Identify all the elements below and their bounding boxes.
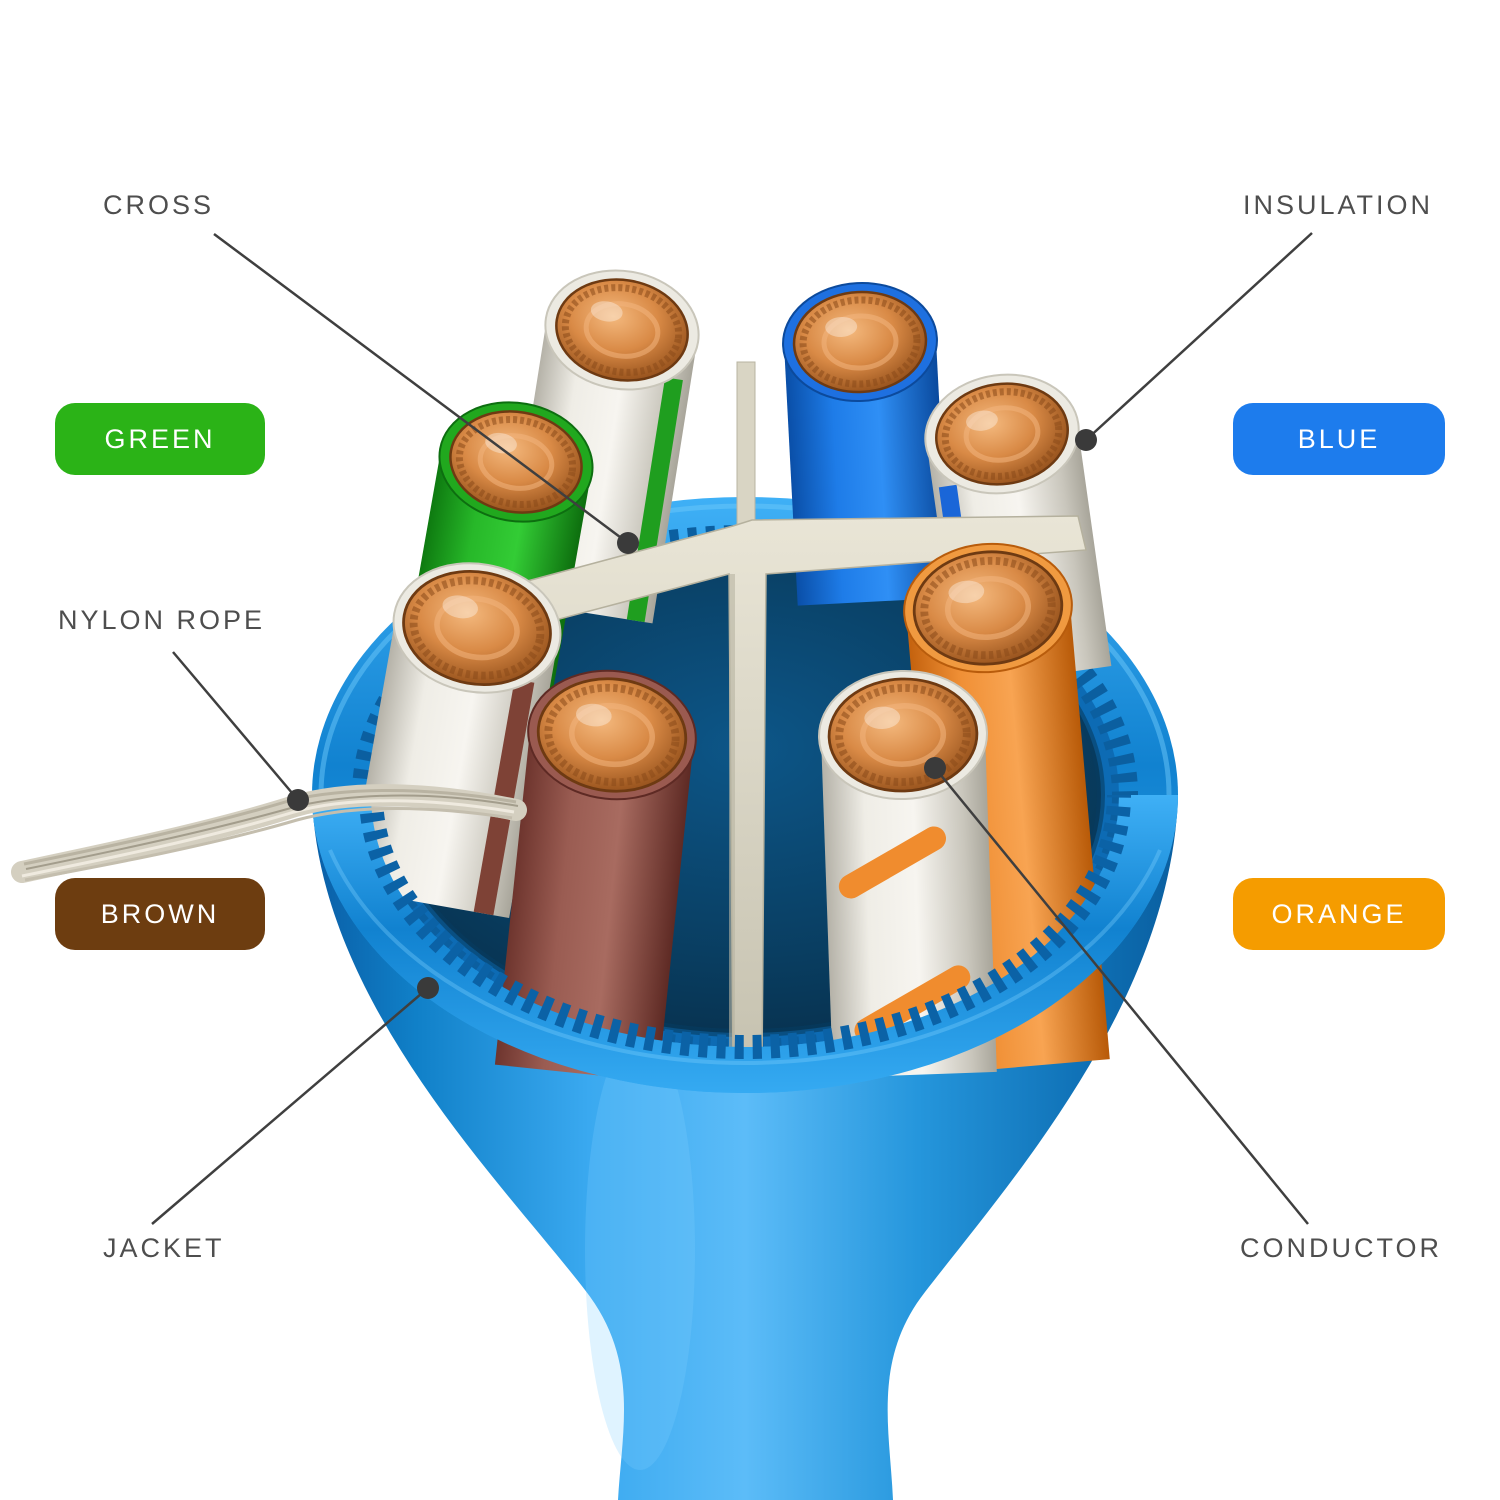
blue-badge-label: BLUE [1297, 423, 1381, 454]
leader-dots [287, 429, 1097, 999]
brown-badge-label: BROWN [100, 898, 220, 929]
nylon-rope-leader-line [172, 651, 299, 801]
insulation-dot [1075, 429, 1097, 451]
leader-lines [151, 232, 1313, 1225]
cross-label: CROSS [103, 190, 215, 220]
nylon-rope-label: NYLON ROPE [58, 605, 266, 635]
conductor-leader-line [934, 767, 1309, 1225]
jacket-label: JACKET [103, 1233, 225, 1263]
green-badge: GREEN [55, 403, 265, 475]
cross-dot [617, 532, 639, 554]
orange-badge-label: ORANGE [1271, 898, 1407, 929]
insulation-leader-line [1085, 232, 1313, 441]
jacket-rim-front [312, 794, 1178, 1093]
orange-badge: ORANGE [1233, 878, 1445, 950]
wire-brown [494, 663, 697, 1082]
blue-badge: BLUE [1233, 403, 1445, 475]
green-badge-label: GREEN [104, 423, 216, 454]
conductor-dot [924, 757, 946, 779]
cross-leader-line [213, 232, 629, 545]
jacket-dot [417, 977, 439, 999]
jacket-leader-line [151, 987, 429, 1225]
brown-badge: BROWN [55, 878, 265, 950]
nylon-rope-dot [287, 789, 309, 811]
conductor-label: CONDUCTOR [1240, 1233, 1442, 1263]
insulation-label: INSULATION [1243, 190, 1434, 220]
